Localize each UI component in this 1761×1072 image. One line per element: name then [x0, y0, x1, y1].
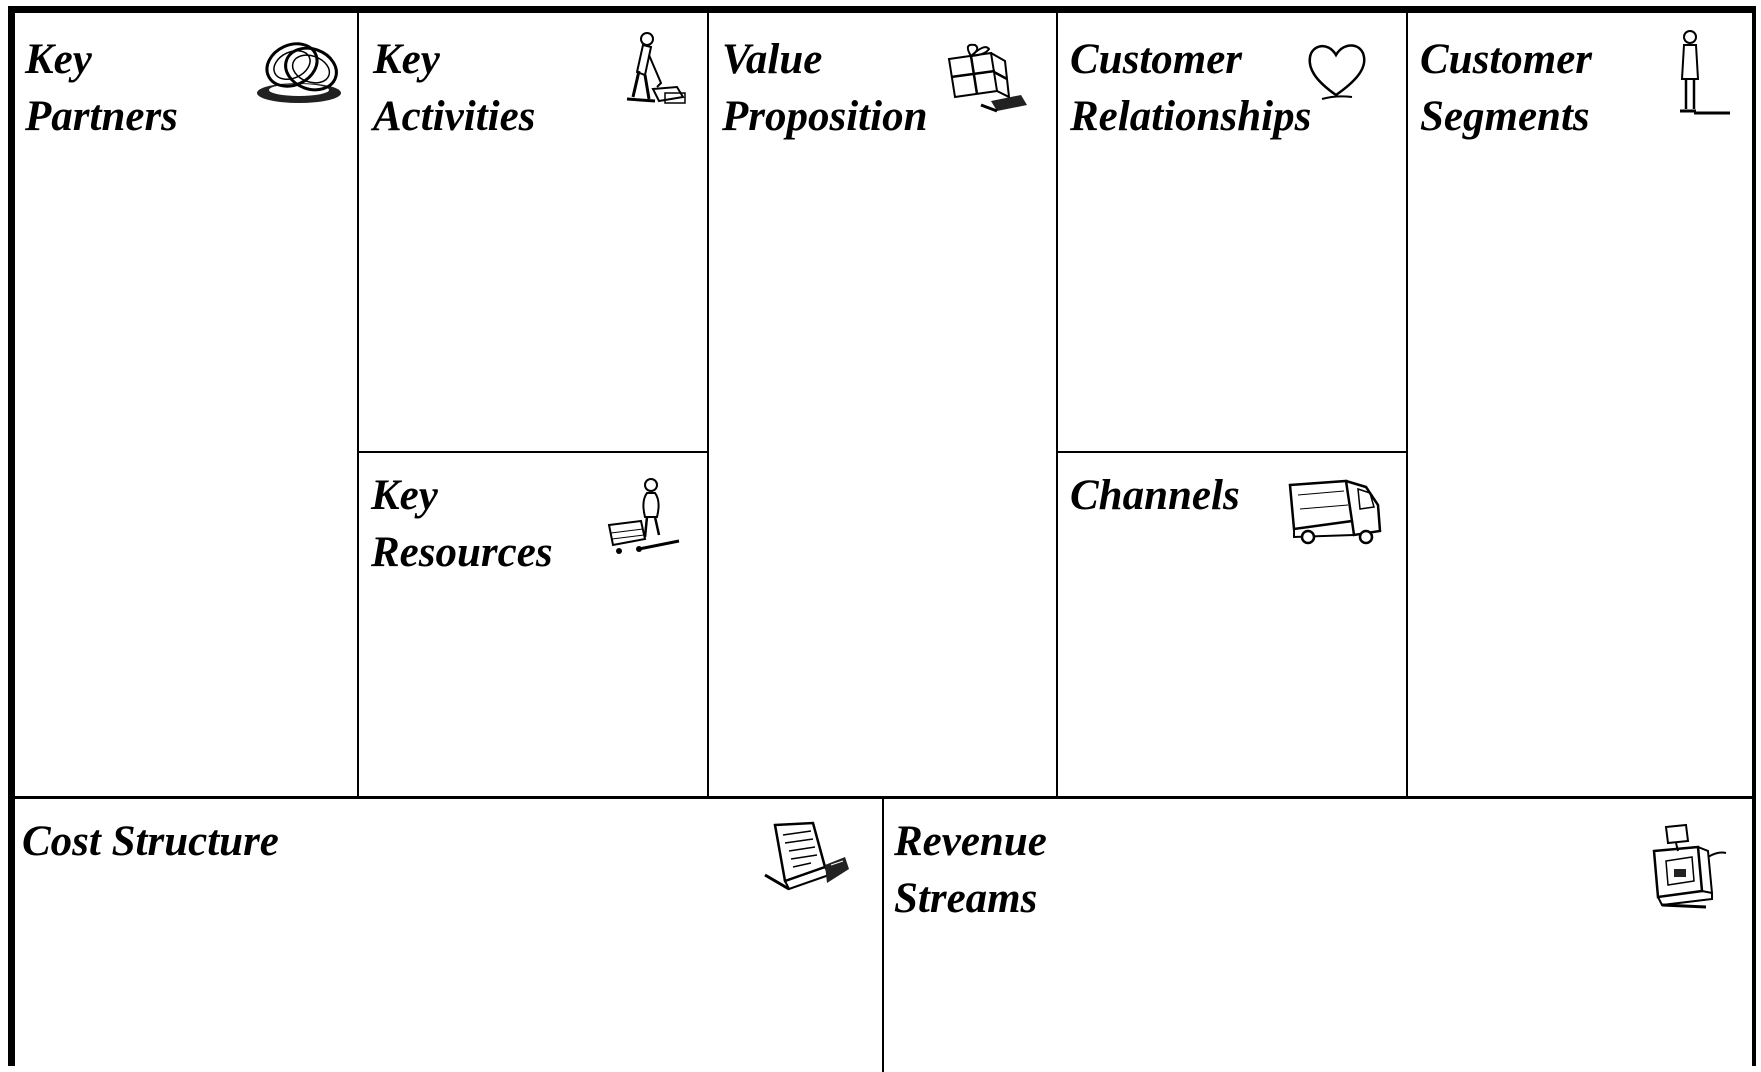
block-title: Value Proposition — [722, 36, 928, 140]
heart-icon — [1302, 37, 1374, 105]
block-value-proposition: Value Proposition — [709, 13, 1056, 796]
canvas-frame — [8, 6, 1756, 1066]
block-title: Key Partners — [25, 36, 178, 140]
divider-horizontal — [1056, 451, 1408, 453]
person-with-cart-icon — [599, 477, 689, 567]
block-title: Channels — [1070, 472, 1240, 519]
block-title: Key Activities — [373, 36, 536, 140]
block-key-partners: Key Partners — [15, 13, 357, 796]
cash-register-icon — [1646, 821, 1728, 917]
block-title: Cost Structure — [22, 818, 279, 865]
block-cost-structure: Cost Structure — [15, 799, 882, 1072]
worker-icon — [615, 27, 695, 117]
invoice-icon — [755, 819, 855, 901]
divider-vertical — [357, 10, 359, 798]
delivery-truck-icon — [1284, 475, 1384, 555]
divider-vertical — [707, 10, 709, 798]
block-revenue-streams: Revenue Streams — [884, 799, 1753, 1072]
linked-rings-icon — [247, 33, 357, 113]
gift-icon — [941, 39, 1031, 125]
block-title: Key Resources — [371, 472, 553, 576]
block-customer-relationships: Customer Relationships — [1058, 13, 1406, 451]
standing-person-icon — [1666, 27, 1736, 123]
divider-vertical — [882, 796, 884, 1072]
block-key-activities: Key Activities — [359, 13, 707, 451]
divider-vertical — [1406, 10, 1408, 798]
divider-vertical — [1056, 10, 1058, 798]
block-title: Customer Segments — [1420, 36, 1593, 140]
block-key-resources: Key Resources — [359, 453, 707, 796]
block-title: Customer Relationships — [1070, 36, 1312, 140]
block-channels: Channels — [1058, 453, 1406, 796]
divider-horizontal — [357, 451, 709, 453]
block-customer-segments: Customer Segments — [1408, 13, 1753, 796]
block-title: Revenue Streams — [894, 818, 1047, 922]
